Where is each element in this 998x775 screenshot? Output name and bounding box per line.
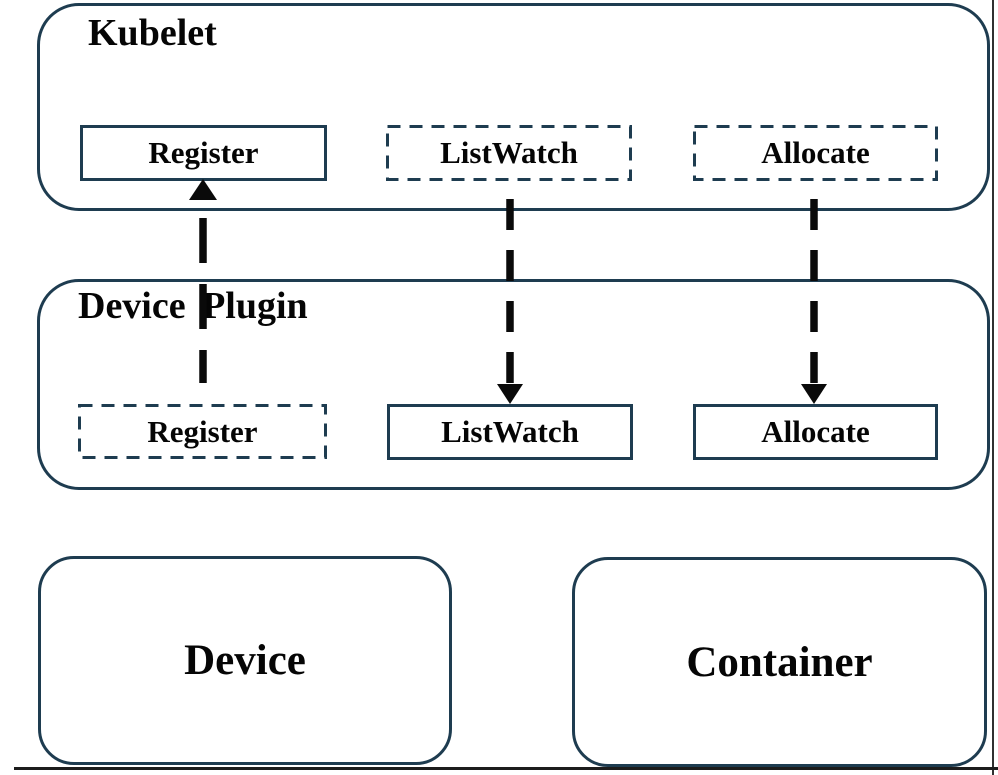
kubelet-listwatch-label: ListWatch xyxy=(440,135,578,170)
device-plugin-register-label: Register xyxy=(147,413,258,449)
kubelet-title: Kubelet xyxy=(88,12,217,54)
frame-right-line xyxy=(992,0,994,775)
device-plugin-register-box: Register xyxy=(78,404,327,459)
container-container xyxy=(572,557,987,767)
kubelet-register-label: Register xyxy=(148,135,259,170)
device-plugin-listwatch-box: ListWatch xyxy=(387,404,633,460)
device-container xyxy=(38,556,452,765)
device-plugin-listwatch-label: ListWatch xyxy=(441,414,579,449)
device-label: Device xyxy=(184,637,306,684)
device-plugin-title: Device Plugin xyxy=(78,285,308,327)
kubelet-register-box: Register xyxy=(80,125,327,181)
container-label: Container xyxy=(686,638,873,686)
kubelet-allocate-label: Allocate xyxy=(761,135,870,170)
kubelet-listwatch-box: ListWatch xyxy=(386,125,632,181)
frame-bottom-line xyxy=(14,767,998,770)
device-plugin-allocate-box: Allocate xyxy=(693,404,938,460)
device-plugin-allocate-label: Allocate xyxy=(761,414,870,449)
kubelet-allocate-box: Allocate xyxy=(693,125,938,181)
